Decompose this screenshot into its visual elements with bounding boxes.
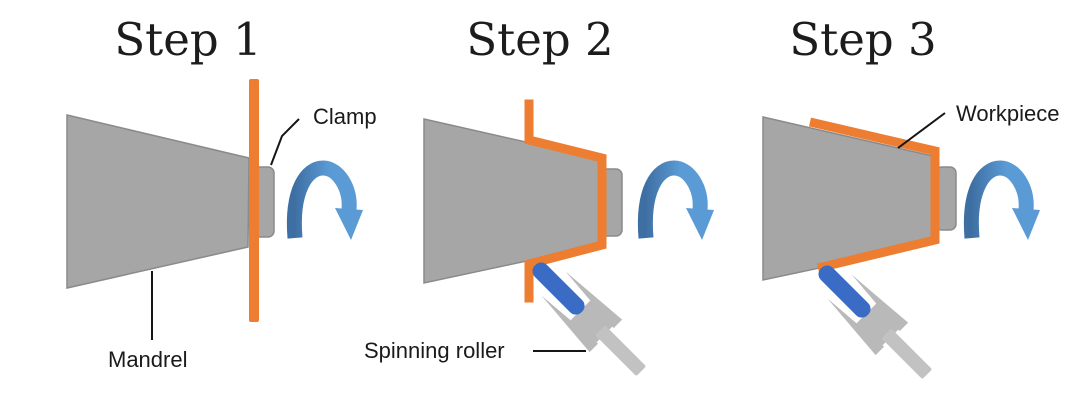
mandrel-label: Mandrel (108, 347, 188, 372)
clamp-leader-line (270, 118, 300, 166)
rotation-arrow-icon (971, 168, 1040, 240)
step1-title: Step 1 (114, 13, 262, 66)
fully-formed-workpiece (808, 117, 940, 273)
rotation-arrow-icon (645, 168, 714, 240)
spinning-roller-tool (804, 251, 944, 391)
flat-blank-sheet (249, 79, 259, 322)
step3-title: Step 3 (789, 13, 937, 66)
rotation-arrow-icon (294, 168, 363, 240)
workpiece-label: Workpiece (956, 101, 1060, 126)
step1-figure (66, 79, 363, 340)
mandrel-shape (423, 118, 602, 284)
workpiece-leader-line (897, 112, 946, 149)
clamp-label: Clamp (313, 104, 377, 129)
step2-title: Step 2 (466, 13, 614, 66)
step2-figure (423, 99, 714, 388)
partially-formed-sheet (524, 99, 607, 303)
step3-figure (762, 112, 1040, 391)
mandrel-shape (66, 114, 250, 289)
spinning-roller-label: Spinning roller (364, 338, 505, 363)
spinning-roller-tool (518, 248, 658, 388)
